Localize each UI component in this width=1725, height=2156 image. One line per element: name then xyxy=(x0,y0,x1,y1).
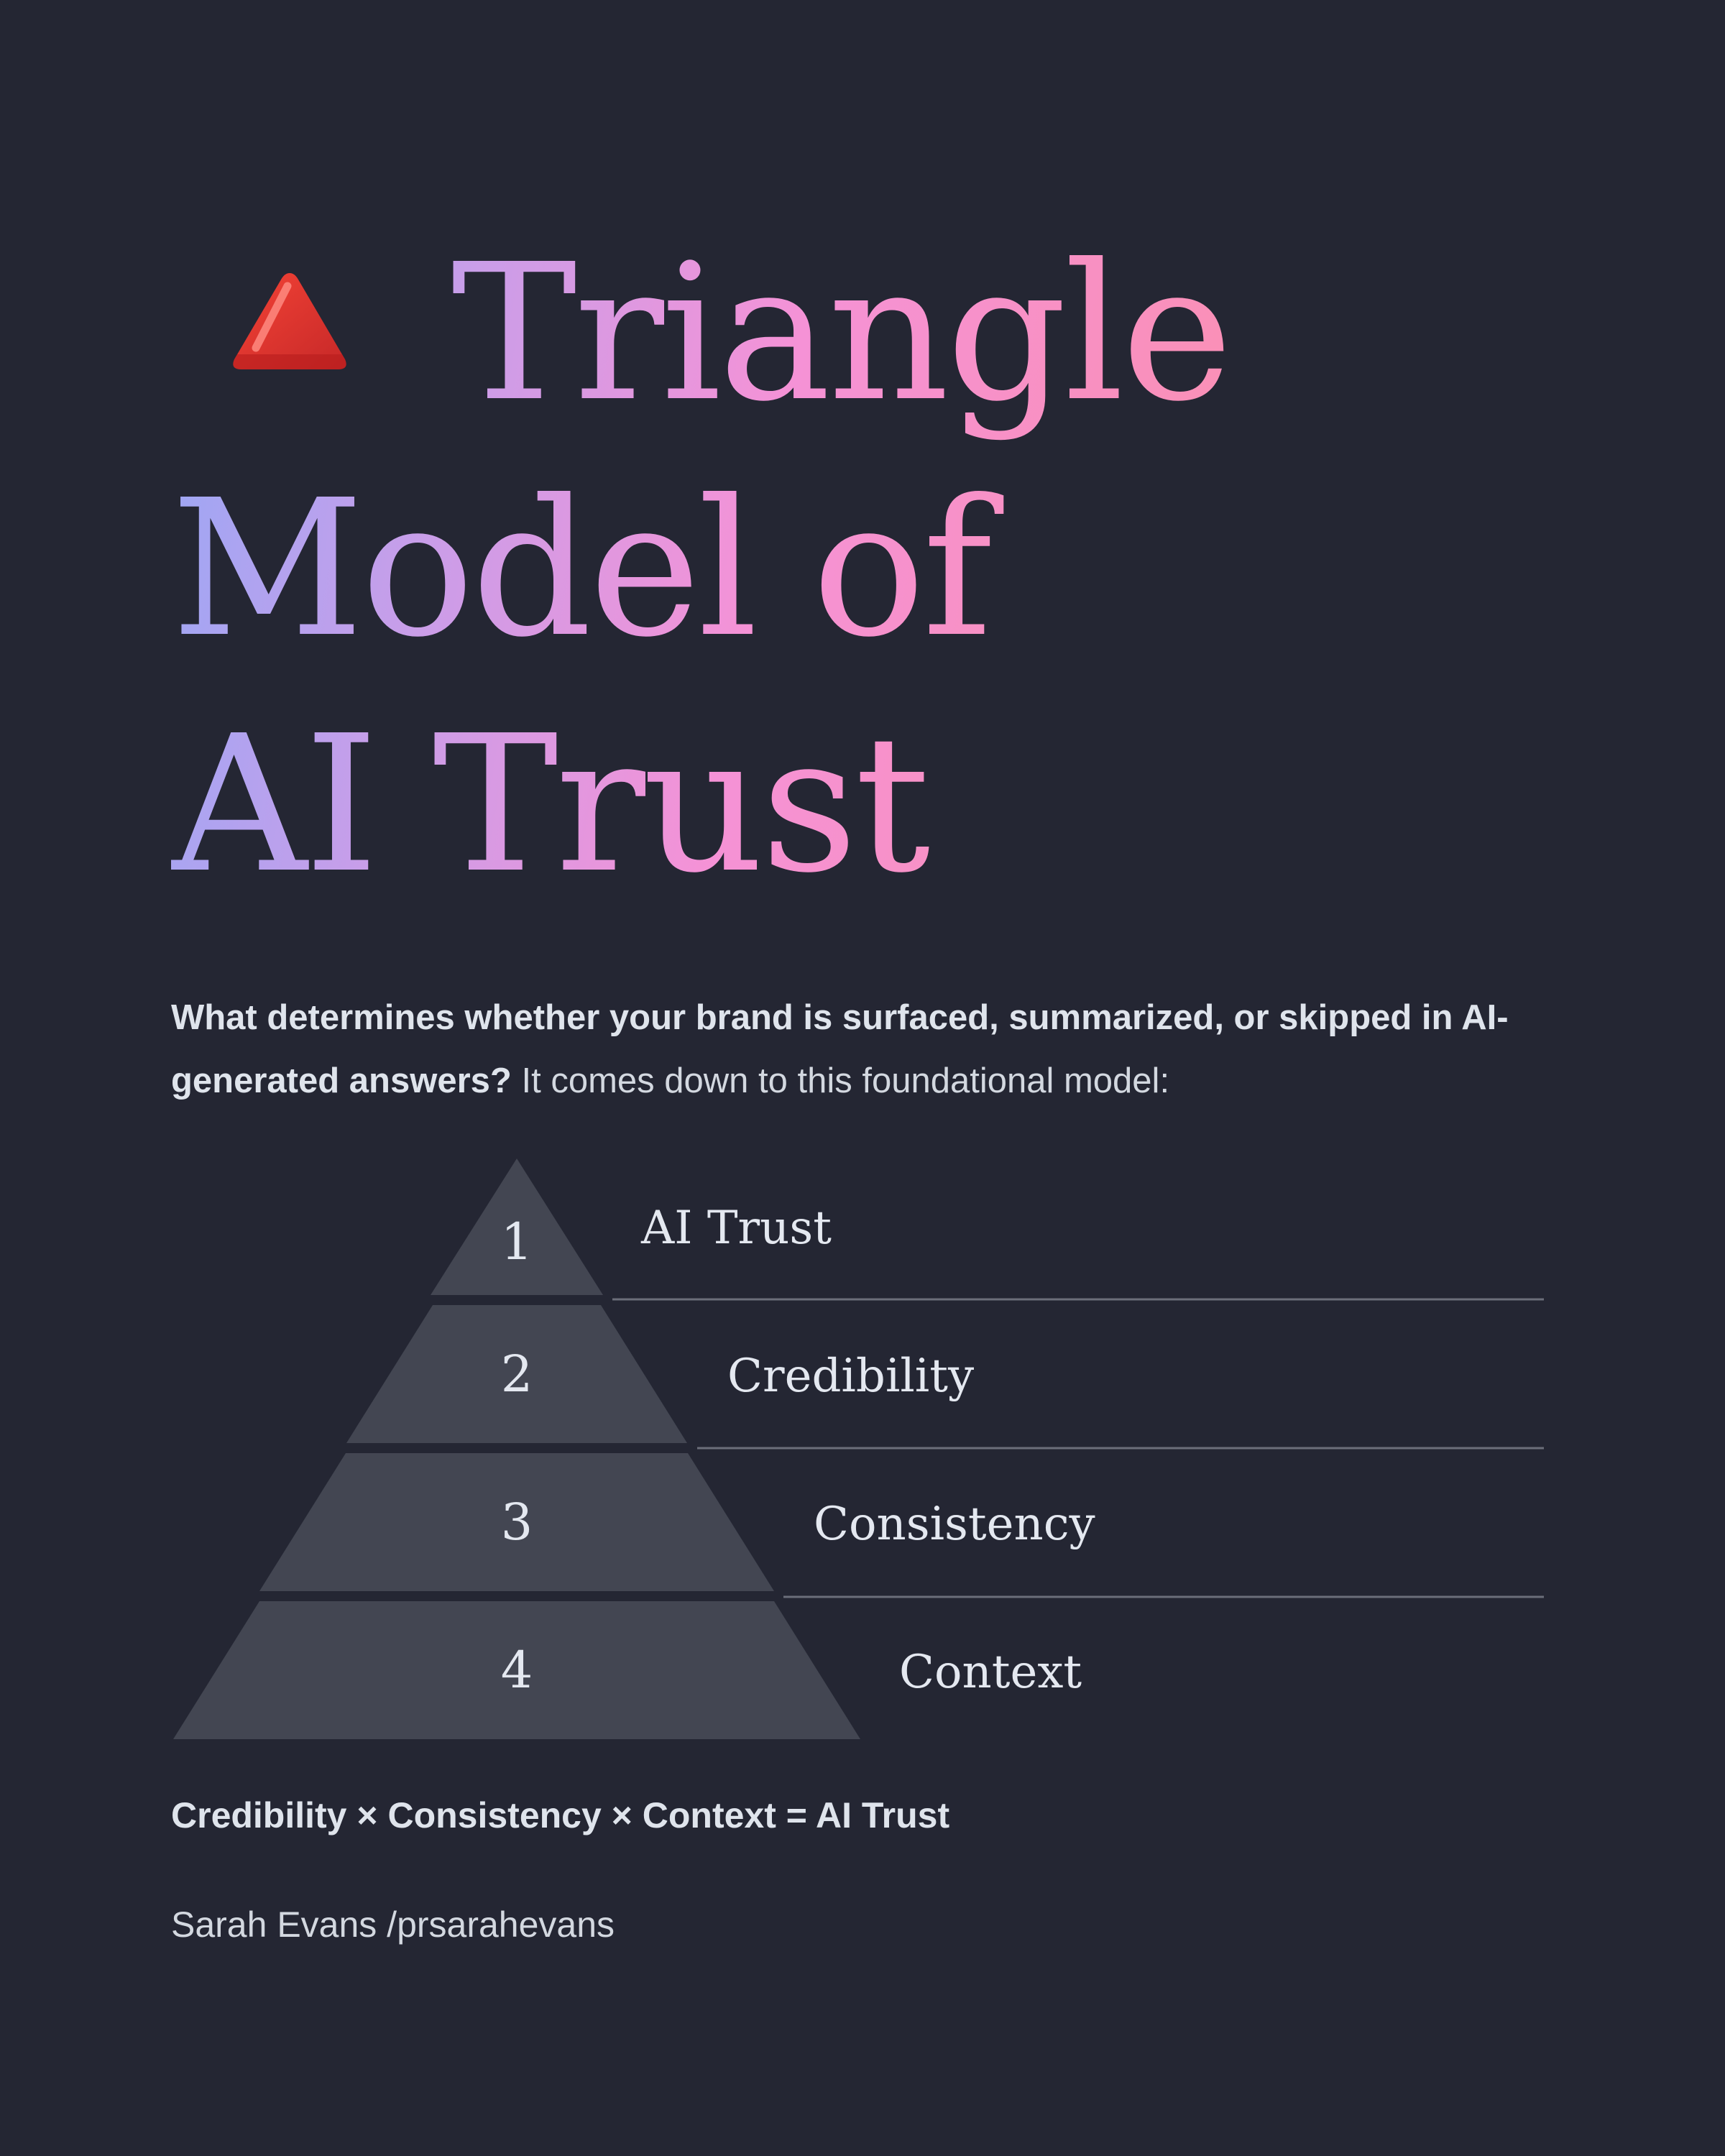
trust-formula: Credibility × Consistency × Context = AI… xyxy=(171,1795,950,1835)
layer-number-1: 1 xyxy=(501,1212,533,1271)
intro-text: What determines whether your brand is su… xyxy=(171,986,1573,1112)
layer-label-2: Credibility xyxy=(727,1350,974,1403)
pyramid-layer-2 xyxy=(346,1305,687,1443)
intro-question: What determines whether your brand is su… xyxy=(171,998,1509,1100)
author-credit: Sarah Evans /prsarahevans xyxy=(171,1904,615,1945)
pyramid-layer-3 xyxy=(259,1453,774,1591)
pyramid-layer-4 xyxy=(173,1601,860,1739)
layer-label-3: Consistency xyxy=(814,1498,1095,1551)
layer-number-3: 3 xyxy=(501,1493,533,1552)
layer-number-2: 2 xyxy=(501,1345,533,1404)
layer-label-1: AI Trust xyxy=(640,1202,832,1255)
layer-number-4: 4 xyxy=(501,1641,533,1700)
intro-statement: It comes down to this foundational model… xyxy=(521,1061,1170,1100)
title-line-3: AI Trust xyxy=(171,695,928,914)
red-triangle-icon xyxy=(233,273,346,369)
layer-label-4: Context xyxy=(899,1646,1082,1699)
title-line-2: Model of xyxy=(171,459,990,678)
pyramid-layer-1 xyxy=(431,1158,603,1295)
trust-pyramid-diagram: 1 2 3 4 AI Trust Credibility Consistency… xyxy=(173,1158,1544,1739)
